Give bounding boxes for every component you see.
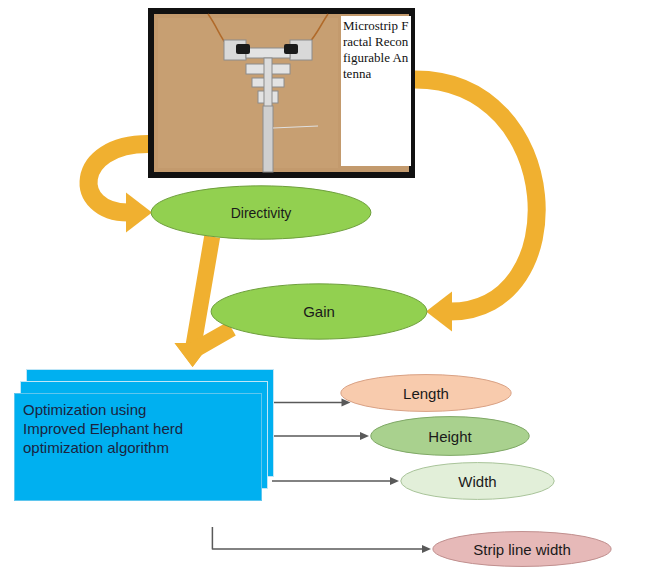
arrow-head: [360, 432, 369, 440]
arrow-head: [126, 193, 152, 233]
process-box: Optimization using Improved Elephant her…: [14, 393, 262, 501]
caption-panel: Microstrip Fractal Reconfigurable Antenn…: [341, 16, 411, 166]
ellipse-shape: [371, 417, 529, 456]
arrow-head: [390, 477, 399, 485]
connector-line: [89, 144, 148, 213]
ellipse-shape: [401, 463, 554, 500]
pcb-shade: [158, 18, 338, 168]
patch-stem: [264, 58, 272, 108]
parameter-arrow: [272, 432, 369, 440]
flow-arrow: [89, 144, 152, 233]
photo-caption: Microstrip Fractal Reconfigurable Antenn…: [343, 18, 409, 81]
connector-line: [272, 435, 361, 437]
ellipse-shape: [211, 284, 427, 339]
connector-line: [415, 79, 537, 311]
node-label: Optimization using Improved Elephant her…: [14, 393, 221, 465]
pin-diode: [284, 44, 298, 54]
parameter-ellipse: Width: [400, 462, 555, 500]
arrow-head: [426, 292, 452, 332]
parameter-arrow: [212, 527, 431, 553]
node-label: Gain: [303, 303, 335, 320]
arrow-head: [175, 343, 211, 367]
pin-diode: [236, 44, 250, 54]
parameter-ellipse: Strip line width: [432, 531, 612, 567]
arrow-head: [175, 343, 211, 367]
connector-line: [212, 527, 423, 549]
metric-ellipse: Gain: [210, 283, 428, 340]
connector-line: [272, 480, 391, 482]
metric-ellipse: Directivity: [150, 185, 372, 240]
merge-arrow: [175, 237, 213, 367]
flow-arrow: [415, 79, 537, 331]
ellipse-shape: [433, 532, 611, 567]
antenna-photo-box: Microstrip Fractal Reconfigurable Antenn…: [148, 8, 415, 178]
parameter-arrow: [272, 399, 351, 407]
parameter-arrow: [272, 477, 399, 485]
ellipse-shape: [151, 186, 371, 239]
merge-arrow: [175, 329, 232, 367]
arrow-head: [422, 545, 431, 553]
node-label: Directivity: [231, 205, 292, 221]
node-label: Height: [428, 428, 471, 445]
node-label: Width: [458, 473, 496, 490]
ellipse-shape: [341, 375, 511, 412]
connector-line: [272, 402, 343, 404]
parameter-ellipse: Height: [370, 416, 530, 456]
photo-frame: [148, 8, 415, 178]
node-label: Length: [403, 385, 449, 402]
node-label: Strip line width: [473, 541, 571, 558]
patch-element: [246, 48, 290, 58]
feed-line: [263, 106, 273, 172]
pcb-scratch: [273, 126, 318, 128]
parameter-ellipse: Length: [340, 374, 512, 412]
